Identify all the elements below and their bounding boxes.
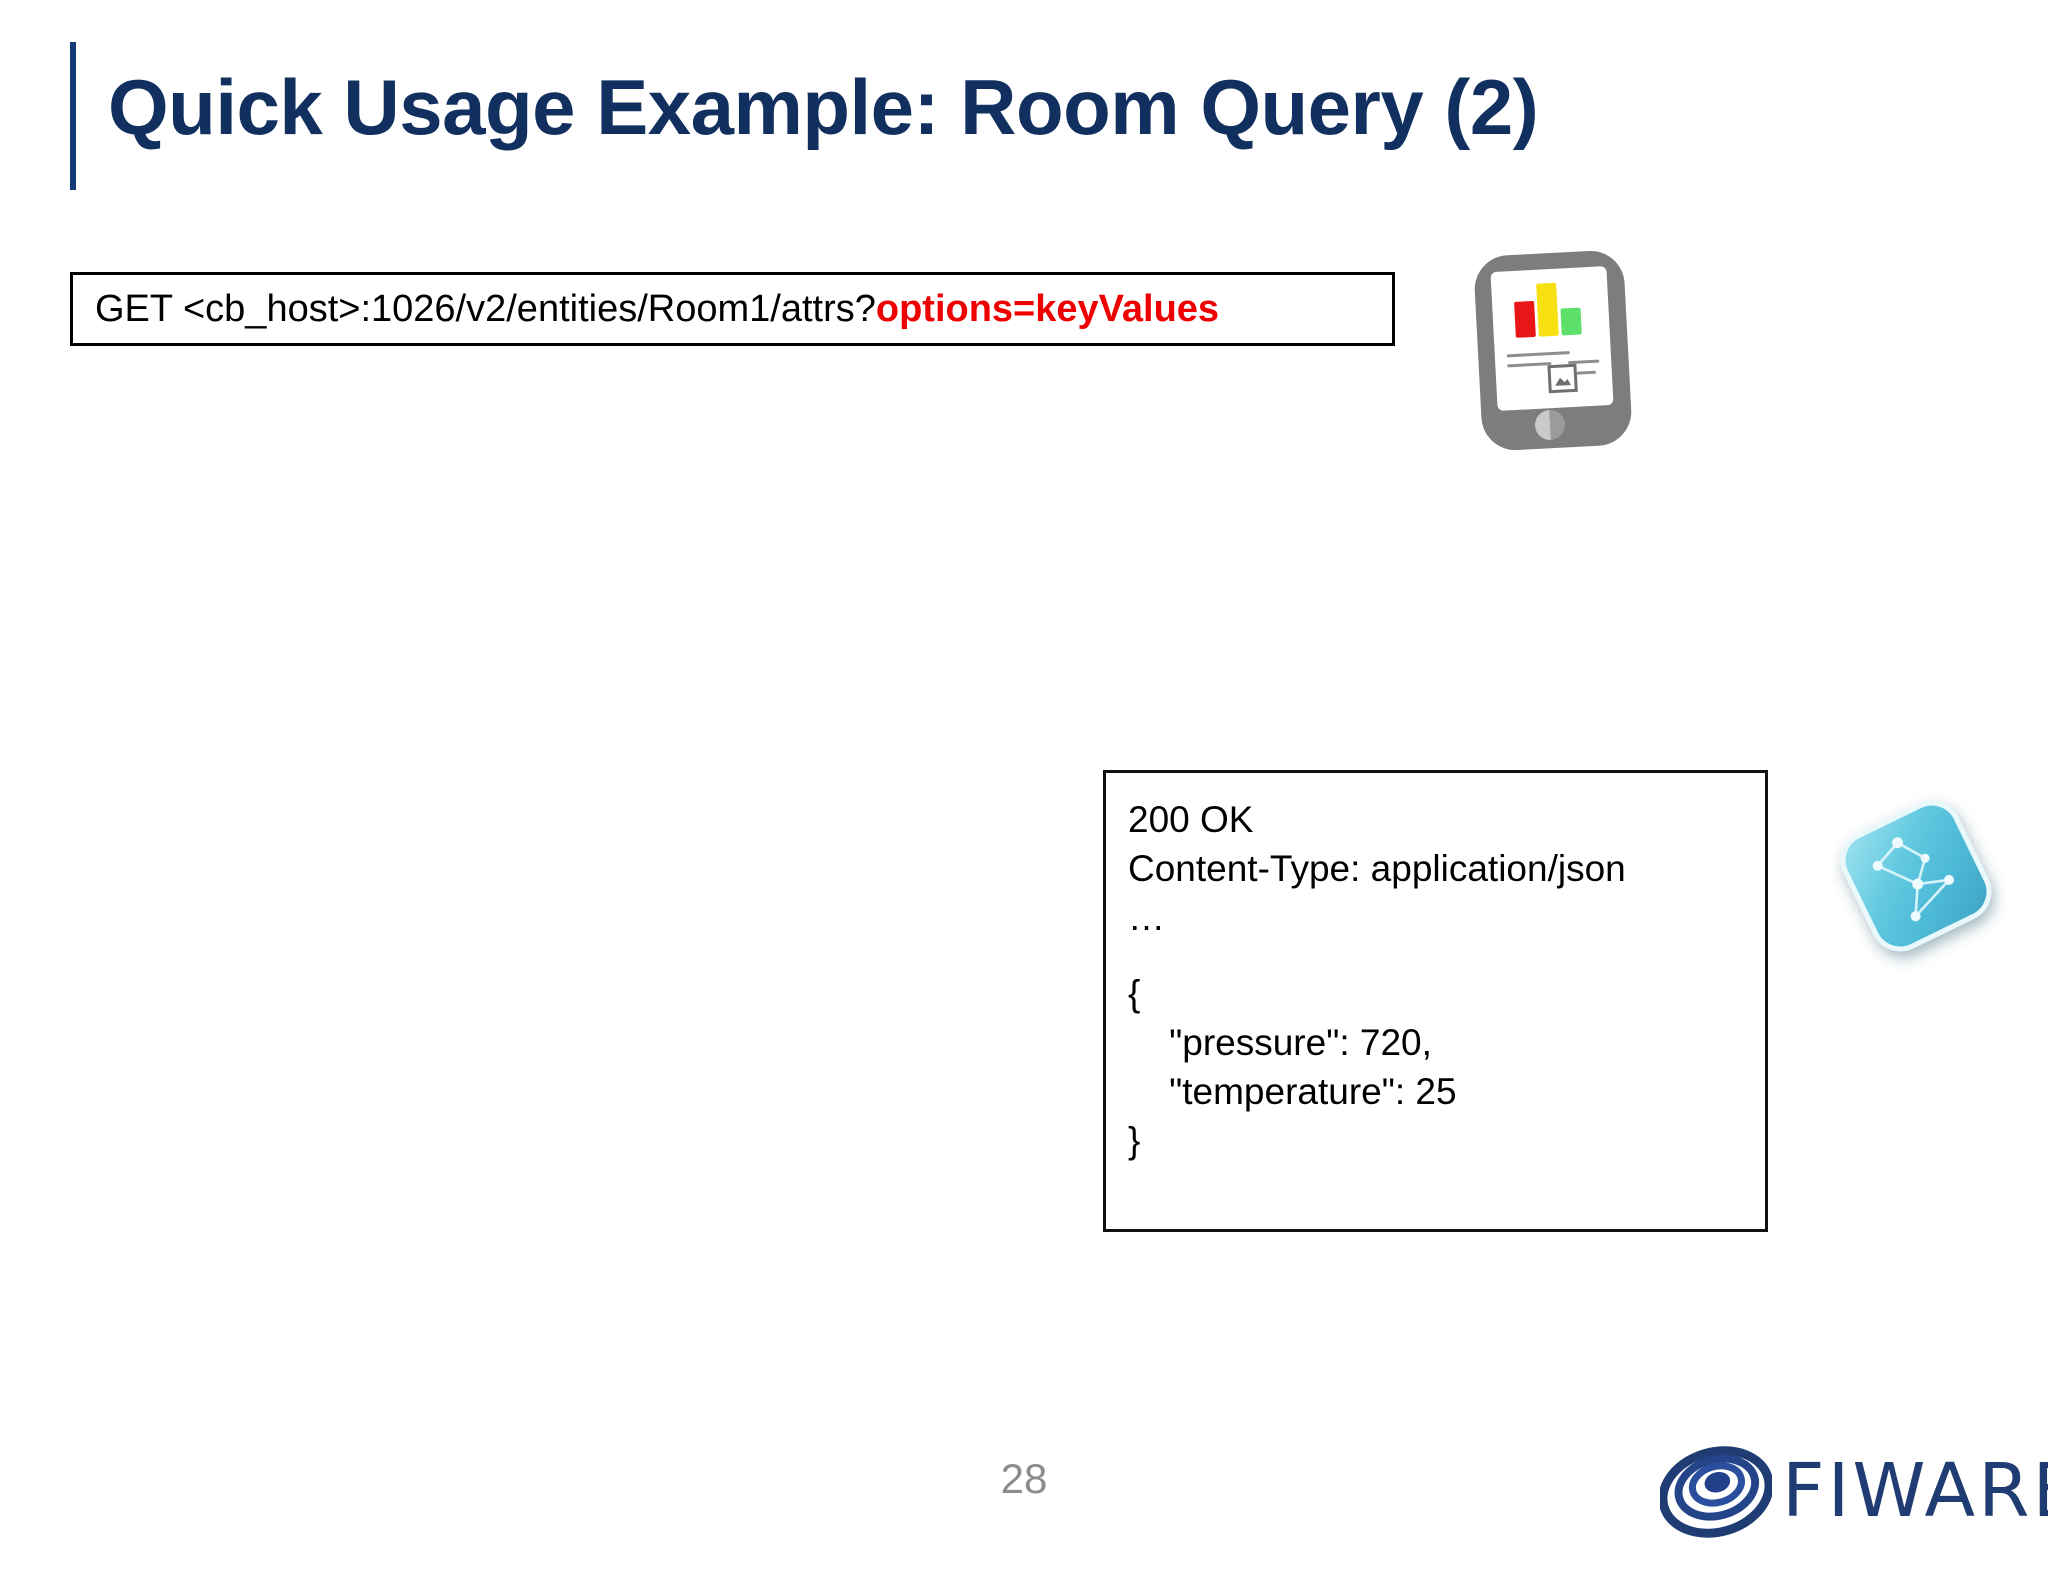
device-text-line <box>1506 351 1571 358</box>
tablet-device-icon <box>1473 249 1633 452</box>
device-screen <box>1490 266 1614 411</box>
page-number: 28 <box>1000 1455 1048 1502</box>
response-content-type: Content-Type: application/json <box>1128 848 1626 890</box>
context-broker-icon <box>1830 790 2002 962</box>
device-chart-bar-yellow <box>1536 282 1559 337</box>
fiware-logo: FIWARE <box>1660 1432 2048 1552</box>
device-chart-bar-green <box>1560 307 1582 336</box>
response-box: 200 OK Content-Type: application/json … … <box>1103 770 1768 1232</box>
response-ellipsis: … <box>1128 897 1165 939</box>
request-box: GET <cb_host>:1026/v2/entities/Room1/att… <box>70 272 1395 346</box>
fiware-swirl-icon <box>1660 1446 1772 1538</box>
response-body-temperature: "temperature": 25 <box>1128 1071 1457 1113</box>
device-chart-bar-red <box>1514 300 1536 338</box>
response-body-open-brace: { <box>1128 972 1141 1014</box>
response-status-line: 200 OK <box>1128 799 1254 840</box>
request-method-path: GET <cb_host>:1026/v2/entities/Room1/att… <box>95 288 876 330</box>
fiware-wordmark: FIWARE <box>1782 1448 2048 1534</box>
request-query-option: options=keyValues <box>875 288 1220 330</box>
response-body-close-brace: } <box>1128 1120 1141 1162</box>
response-text: 200 OK Content-Type: application/json … … <box>1128 795 1755 1165</box>
device-text-line <box>1506 362 1552 368</box>
page-title: Quick Usage Example: Room Query (2) <box>108 63 1539 151</box>
device-image-placeholder-icon <box>1547 363 1579 394</box>
request-line: GET <cb_host>:1026/v2/entities/Room1/att… <box>95 290 1219 328</box>
response-blank-line <box>1128 943 1755 969</box>
broker-network-graph-icon <box>1872 837 1955 922</box>
title-accent-bar <box>70 42 76 190</box>
response-body-pressure: "pressure": 720, <box>1128 1021 1432 1063</box>
